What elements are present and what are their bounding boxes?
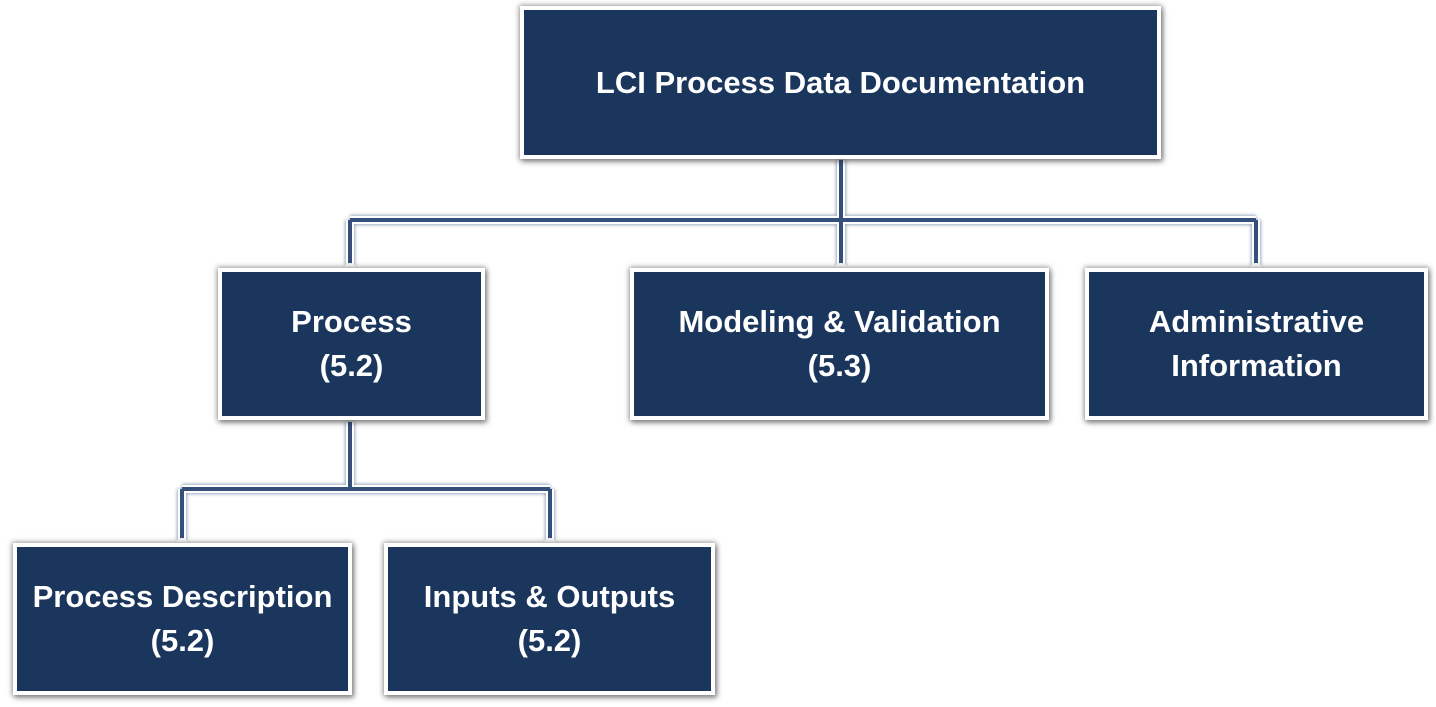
node-label-line1: Process Description (32, 579, 333, 614)
node-inputs-outputs: Inputs & Outputs (5.2) (384, 543, 715, 695)
process-connector-group (177, 422, 555, 545)
node-label-line1: Process (291, 304, 412, 339)
node-label-line2: (5.2) (150, 623, 215, 658)
node-label-line1: Inputs & Outputs (423, 579, 676, 614)
node-label-line2: (5.3) (807, 348, 872, 383)
node-modeling-validation: Modeling & Validation (5.3) (630, 268, 1049, 420)
node-administrative-information: Administrative Information (1085, 268, 1428, 420)
node-process: Process (5.2) (218, 268, 485, 420)
node-label-line2: Information (1171, 348, 1342, 383)
root-connector-group (345, 160, 1261, 270)
node-label-line2: (5.2) (319, 348, 384, 383)
node-process-description: Process Description (5.2) (13, 543, 352, 695)
node-label-line2: (5.2) (517, 623, 582, 658)
node-label-line1: Modeling & Validation (678, 304, 1001, 339)
node-label-line1: Administrative (1148, 304, 1365, 339)
node-lci-process-data-documentation: LCI Process Data Documentation (520, 6, 1161, 159)
node-label-line1: LCI Process Data Documentation (595, 64, 1086, 100)
